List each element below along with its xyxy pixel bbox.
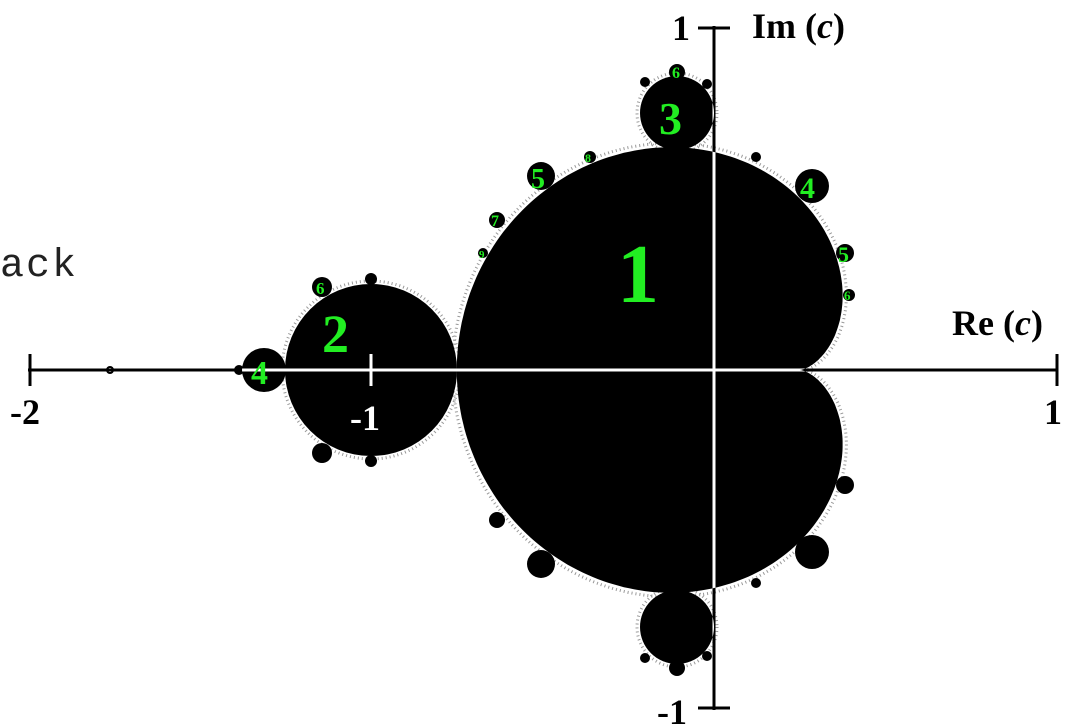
period-5-bulb-lower-left: [527, 550, 555, 578]
tick-label-re-min: -2: [10, 392, 40, 432]
period-7-bulb-lower: [489, 512, 505, 528]
period-label-5-left: 5: [531, 164, 545, 195]
period-label-6-bulb2: 6: [316, 279, 325, 298]
period-8-bulb-top: [584, 151, 596, 163]
period-label-6-top: 6: [672, 65, 680, 82]
period-label-3: 3: [659, 93, 682, 144]
axes: [28, 26, 1059, 710]
period-label-6-right: 6: [844, 288, 851, 303]
period-label-5-right: 5: [838, 242, 849, 267]
period-9-bulb: [478, 248, 488, 258]
period-3-bulb-top: [640, 76, 714, 150]
small-bulb-top-of-2: [365, 273, 377, 285]
small-bulb-right-of-3: [702, 79, 712, 89]
period-label-9: 9: [479, 249, 485, 261]
period-4-side-bulb-lower: [751, 578, 761, 588]
period-5-bulb-upper-left: [527, 162, 555, 190]
period-7-bulb: [489, 212, 505, 228]
period-6-bulb-bottom: [669, 660, 685, 676]
period-5-bulb-right-lower: [836, 476, 854, 494]
period-label-4-right: 4: [800, 172, 815, 205]
small-bulb-left-of-3b: [640, 653, 650, 663]
period-label-4-left: 4: [251, 355, 268, 392]
tick-label-im-min: -1: [657, 692, 687, 728]
tick-label-re-max: 1: [1044, 392, 1062, 432]
real-axis-label: Re (c): [952, 303, 1043, 343]
period-label-7: 7: [491, 213, 499, 230]
tick-label-im-max: 1: [672, 8, 690, 48]
small-bulb-left-of-3: [640, 77, 650, 87]
period-4-side-bulb: [751, 152, 761, 162]
period-label-2: 2: [322, 304, 349, 364]
cut-off-text: ack: [0, 244, 79, 289]
period-6-bulb-top: [669, 64, 685, 80]
period-6-bulb-on-2-lower: [312, 443, 332, 463]
period-label-1: 1: [617, 228, 659, 321]
period-4-bulb-lower-right: [795, 535, 829, 569]
small-bulb-bottom-of-2: [365, 455, 377, 467]
period-4-bulb-upper-right: [795, 169, 829, 203]
period-6-bulb-on-2: [312, 277, 332, 297]
period-5-bulb-right: [836, 244, 854, 262]
period-3-bulb-bottom: [640, 590, 714, 664]
small-bulb-right-of-3b: [702, 651, 712, 661]
imaginary-axis-label: Im (c): [752, 6, 845, 46]
period-label-8: 8: [585, 151, 591, 165]
period-6-bulb-right: [843, 289, 855, 301]
tick-label-re-neg1: -1: [350, 398, 380, 438]
